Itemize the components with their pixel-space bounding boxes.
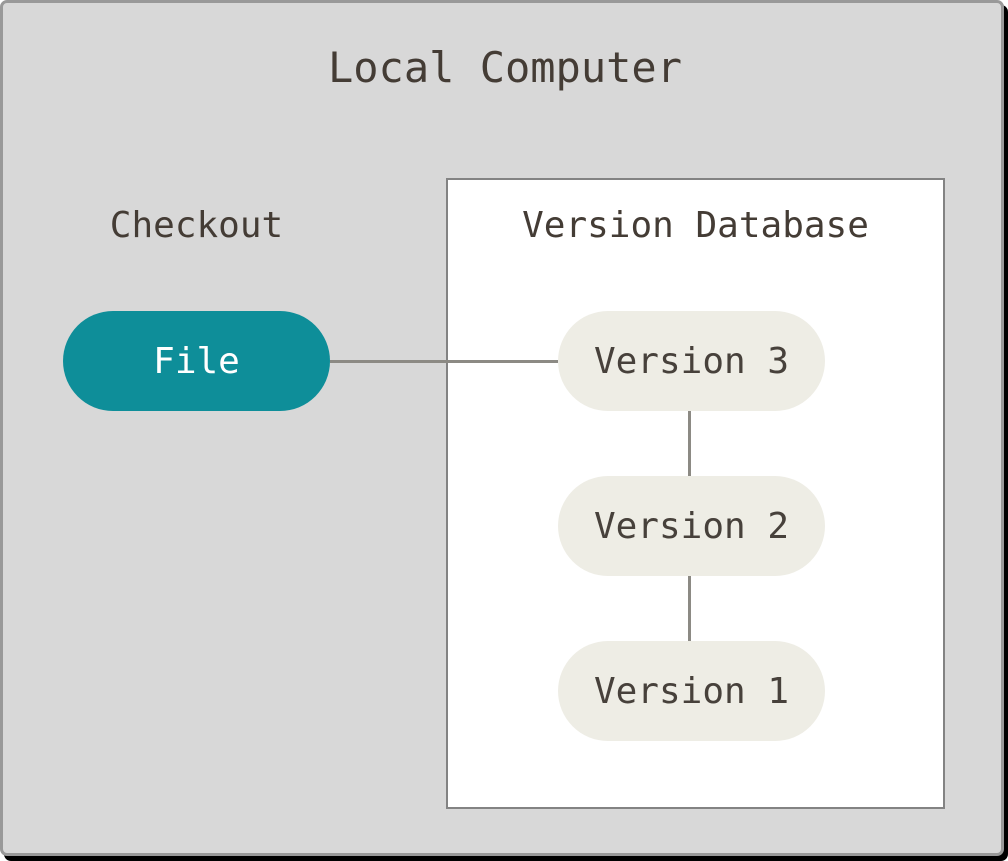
checkout-label: Checkout bbox=[109, 204, 284, 246]
version-database-label: Version Database bbox=[522, 204, 869, 246]
connector-version3-to-version2 bbox=[688, 411, 691, 476]
connector-file-to-version3 bbox=[330, 360, 558, 363]
file-node: File bbox=[63, 311, 330, 411]
version-1-node: Version 1 bbox=[558, 641, 825, 741]
diagram-title: Local Computer bbox=[327, 42, 682, 92]
connector-version2-to-version1 bbox=[688, 576, 691, 641]
version-3-node: Version 3 bbox=[558, 311, 825, 411]
version-2-node: Version 2 bbox=[558, 476, 825, 576]
